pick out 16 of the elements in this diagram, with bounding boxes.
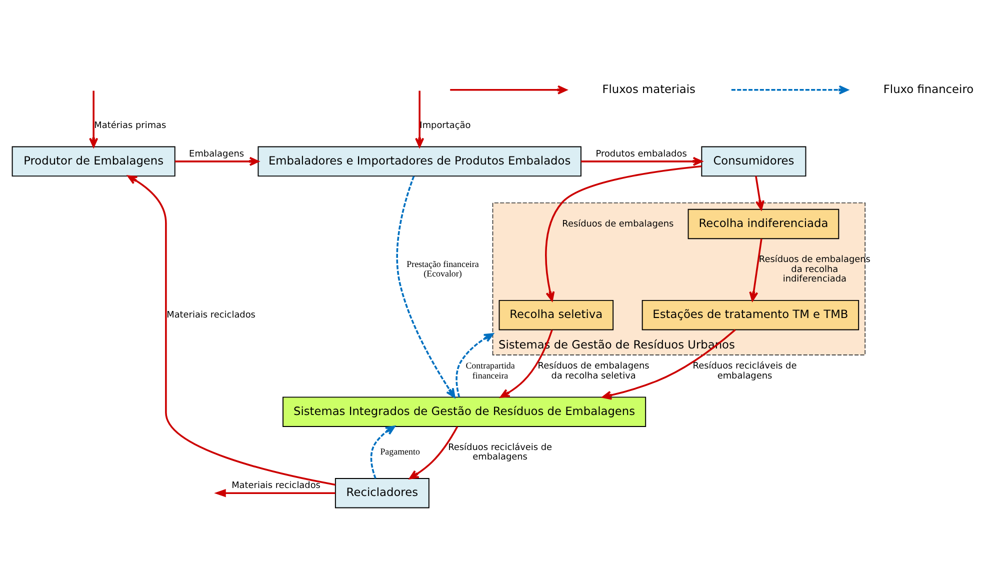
edge-label: Importação (420, 120, 471, 130)
edge-label: Materiais reciclados (232, 480, 320, 491)
edge-label: Resíduos de embalagens da recolha seletiva (538, 361, 650, 381)
edge-label: Resíduos de embalagens (562, 218, 674, 229)
edge-label: Resíduos de embalagens da recolha indiferenciada (758, 254, 870, 284)
edge-label: Resíduos recicláveis de embalagens (692, 361, 797, 381)
edge-label: Prestação financeira (Ecovalor) (406, 258, 479, 278)
legend-label: Fluxo financeiro (883, 81, 974, 96)
edge-label: Produtos embalados (596, 148, 687, 159)
edge-label: Materiais reciclados (166, 310, 256, 320)
edge-label: Resíduos recicláveis de embalagens (448, 442, 552, 462)
legend-label: Fluxos materiais (602, 81, 696, 96)
edge-label: Embalagens (189, 148, 244, 159)
edge-label: Pagamento (380, 446, 420, 456)
edge-label: Contrapartida financeira (466, 360, 515, 380)
edge-label: Matérias primas (94, 120, 166, 130)
